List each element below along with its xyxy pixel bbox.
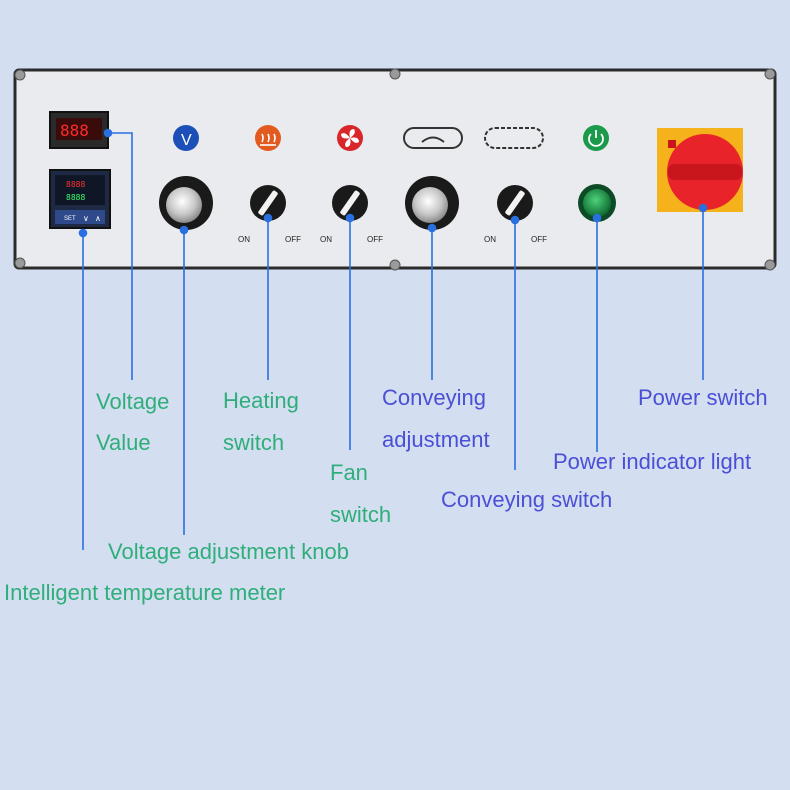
conveyor-switch-icon (484, 127, 544, 149)
label-voltage-value-line1: Voltage (96, 389, 170, 414)
conveying-switch[interactable] (497, 185, 533, 221)
meter-button-up[interactable]: ∧ (95, 214, 101, 223)
power-switch[interactable] (657, 128, 743, 212)
fan-switch[interactable] (332, 185, 368, 221)
svg-text:8888: 8888 (66, 180, 85, 189)
conveying-off-label: OFF (531, 235, 547, 244)
fan-off-label: OFF (367, 235, 383, 244)
label-voltage-value-line2: Value (96, 430, 151, 455)
meter-button-set[interactable]: SET (64, 216, 76, 222)
label-conveying-adjustment-line2: adjustment (382, 427, 490, 452)
conveyor-adjust-icon (403, 127, 463, 149)
label-heating-switch-line1: Heating (223, 388, 299, 413)
label-heating-switch-line2: switch (223, 430, 285, 455)
heating-icon (255, 125, 281, 151)
label-voltage-adjustment-knob: Voltage adjustment knob (108, 539, 349, 564)
voltage-adjustment-knob[interactable] (159, 176, 213, 230)
label-conveying-switch: Conveying switch (441, 487, 613, 512)
heating-on-label: ON (238, 235, 250, 244)
label-fan-switch-line1: Fan (330, 460, 368, 485)
voltage-icon (173, 125, 199, 151)
panel-screws (14, 68, 776, 271)
svg-text:8888: 8888 (66, 193, 85, 202)
svg-text:888: 888 (60, 121, 89, 140)
fan-on-label: ON (320, 235, 332, 244)
meter-button-down[interactable]: ∨ (83, 214, 89, 223)
label-conveying-adjustment-line1: Conveying (382, 385, 486, 410)
conveying-adjustment-knob[interactable] (405, 176, 459, 230)
temperature-meter: 8888 8888 (49, 169, 111, 229)
conveying-on-label: ON (484, 235, 496, 244)
fan-icon (337, 125, 363, 151)
voltage-icon-label: V (181, 132, 192, 149)
label-power-indicator-light: Power indicator light (553, 449, 752, 474)
label-power-switch: Power switch (638, 385, 768, 410)
heating-off-label: OFF (285, 235, 301, 244)
power-icon (583, 125, 609, 151)
power-indicator-light (578, 184, 616, 222)
leader-lines (78, 128, 708, 550)
heating-switch[interactable] (250, 185, 286, 221)
voltage-value-display: 888 (49, 111, 109, 149)
label-intelligent-temperature-meter: Intelligent temperature meter (4, 580, 286, 605)
label-fan-switch-line2: switch (330, 502, 392, 527)
